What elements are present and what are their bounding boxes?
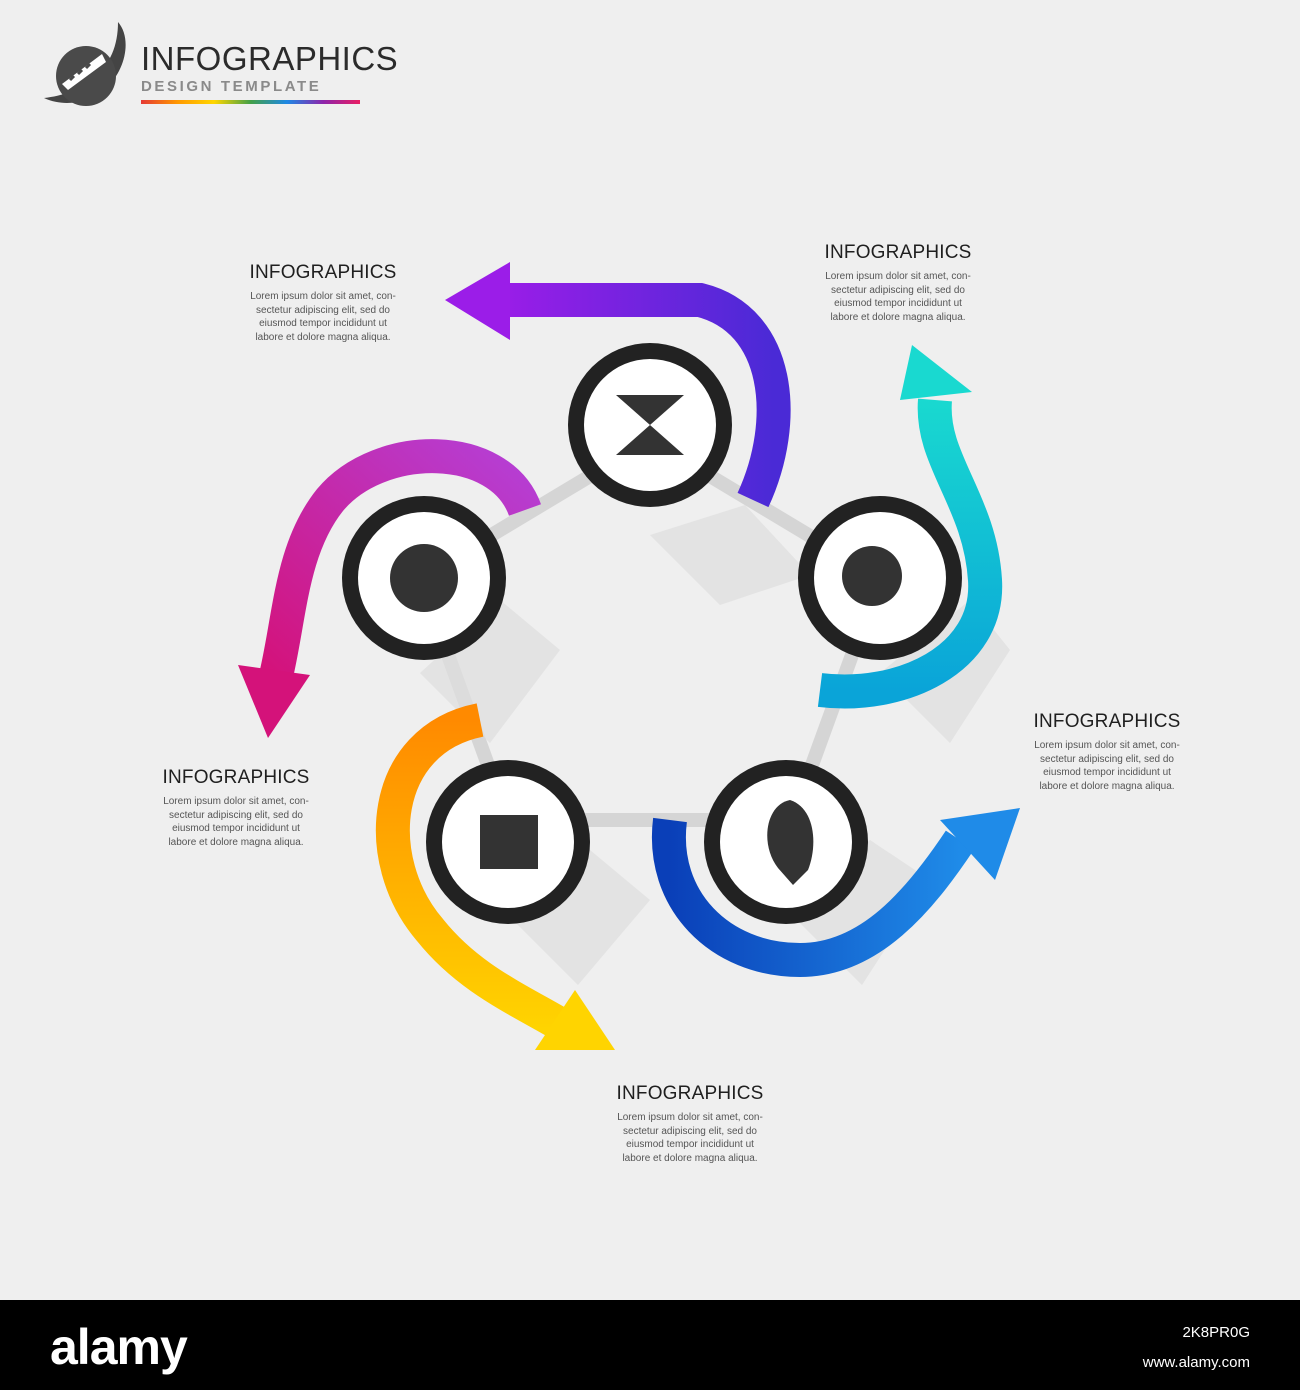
rainbow-underline bbox=[141, 100, 360, 104]
pin-icon bbox=[767, 800, 814, 885]
info-text: Lorem ipsum dolor sit amet, con-sectetur… bbox=[825, 271, 971, 323]
info-block-2: INFOGRAPHICS Lorem ipsum dolor sit amet,… bbox=[818, 242, 978, 324]
info-text: Lorem ipsum dolor sit amet, con-sectetur… bbox=[163, 796, 309, 848]
arrow-purple bbox=[445, 262, 791, 508]
arrow-cyan bbox=[817, 345, 1003, 709]
website-link[interactable]: www.alamy.com bbox=[1142, 1354, 1250, 1371]
info-text: Lorem ipsum dolor sit amet, con-sectetur… bbox=[1034, 740, 1180, 792]
rocket-logo-icon bbox=[44, 22, 126, 106]
image-id: 2K8PR0G bbox=[1182, 1324, 1250, 1341]
info-text: Lorem ipsum dolor sit amet, con-sectetur… bbox=[617, 1112, 763, 1164]
arrow-orange bbox=[375, 703, 615, 1050]
step-circle-5 bbox=[342, 496, 506, 660]
header-title: INFOGRAPHICS bbox=[141, 40, 399, 77]
header-subtitle: DESIGN TEMPLATE bbox=[141, 78, 322, 95]
footer-bar: alamy 2K8PR0G www.alamy.com bbox=[0, 1300, 1300, 1390]
info-block-1: INFOGRAPHICS Lorem ipsum dolor sit amet,… bbox=[243, 262, 403, 344]
step-circle-4 bbox=[426, 760, 590, 924]
square-icon bbox=[480, 815, 538, 869]
info-block-4: INFOGRAPHICS Lorem ipsum dolor sit amet,… bbox=[156, 767, 316, 849]
info-text: Lorem ipsum dolor sit amet, con-sectetur… bbox=[250, 291, 396, 343]
step-circle-1 bbox=[568, 343, 732, 507]
info-heading: INFOGRAPHICS bbox=[1033, 711, 1181, 732]
coin-icon bbox=[842, 546, 902, 606]
info-heading: INFOGRAPHICS bbox=[616, 1083, 764, 1104]
info-heading: INFOGRAPHICS bbox=[162, 767, 310, 788]
step-circle-2 bbox=[798, 496, 962, 660]
arrow-blue bbox=[651, 808, 1020, 978]
cycle-diagram bbox=[238, 262, 1020, 1050]
hourglass-icon bbox=[616, 395, 684, 455]
circle-icon bbox=[390, 544, 458, 612]
step-circle-3 bbox=[704, 760, 868, 924]
brand-logo: alamy bbox=[50, 1319, 188, 1375]
arrow-magenta bbox=[238, 439, 542, 738]
info-block-3: INFOGRAPHICS Lorem ipsum dolor sit amet,… bbox=[1027, 711, 1187, 793]
info-heading: INFOGRAPHICS bbox=[824, 242, 972, 263]
info-heading: INFOGRAPHICS bbox=[249, 262, 397, 283]
infographic-canvas bbox=[0, 0, 1300, 1300]
info-block-5: INFOGRAPHICS Lorem ipsum dolor sit amet,… bbox=[610, 1083, 770, 1165]
